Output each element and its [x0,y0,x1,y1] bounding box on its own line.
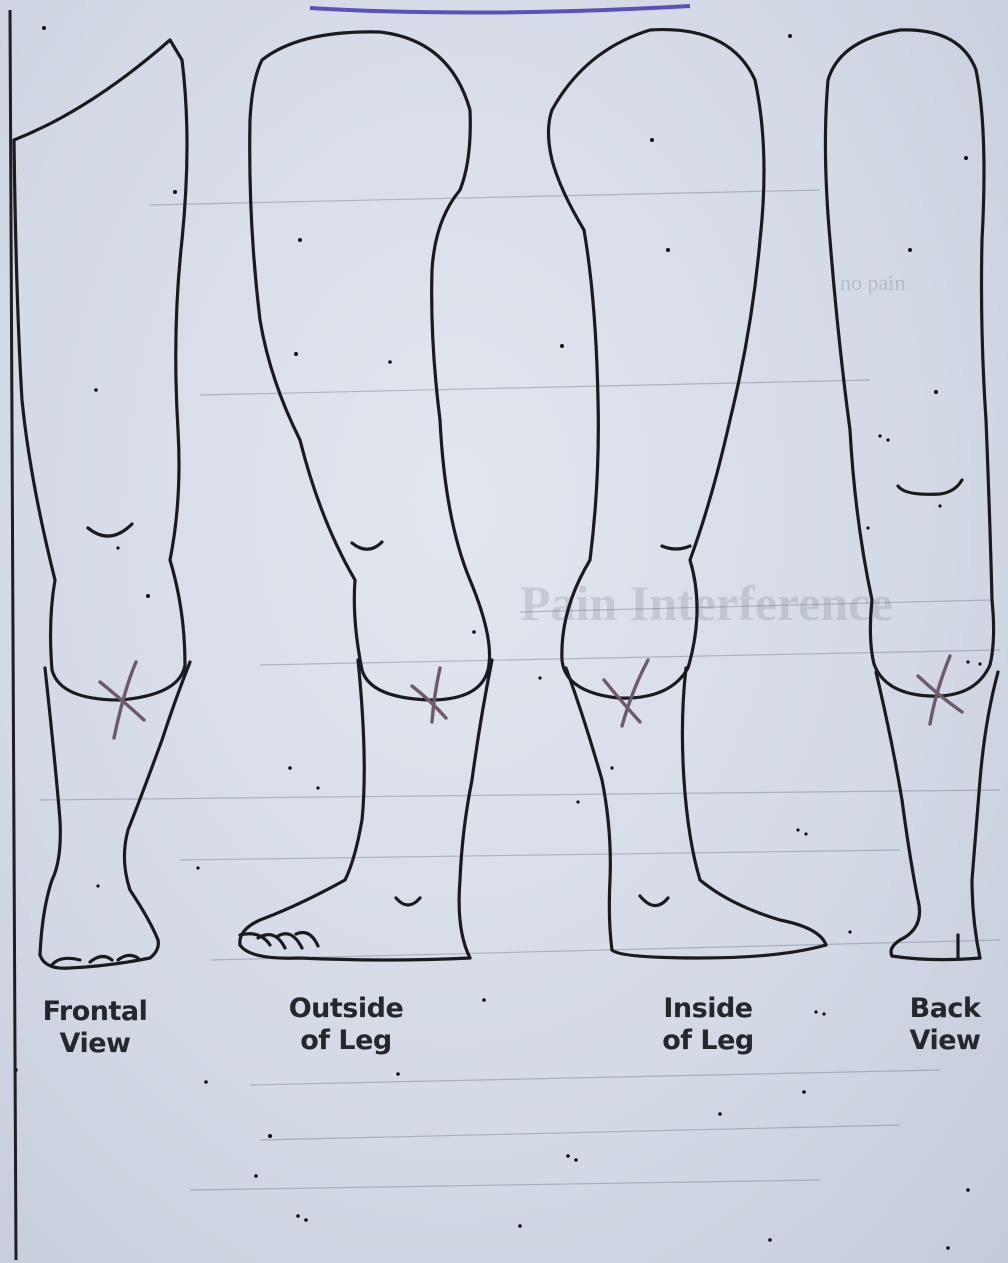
outside-ankle-bone [396,898,420,905]
inside-ankle-bone [640,896,668,906]
inside-kneecap [662,546,690,549]
outside-lower-leg-back [240,660,364,945]
frontal-lower-leg-right [124,662,190,940]
label-outside-line2: of Leg [276,1025,416,1057]
outside-leg-outline [250,32,490,700]
bleed-through-background: Pain Interference no pain [40,6,1000,1190]
label-frontal-view: Frontal View [20,996,170,1060]
outside-kneecap [352,542,382,549]
outside-of-leg [240,32,492,960]
back-pain-x-mark [918,656,962,724]
label-frontal-line1: Frontal [20,996,170,1028]
frontal-lower-leg-left [40,668,60,955]
svg-text:no pain: no pain [840,270,905,295]
back-view-leg [825,30,998,960]
inside-lower-leg-back [682,668,826,945]
frontal-foot [40,940,158,968]
label-inside-of-leg: Inside of Leg [638,993,778,1057]
paper-specks [14,26,981,1250]
frontal-view-leg [14,40,190,968]
label-outside-line1: Outside [276,993,416,1025]
back-lower-leg-right [972,672,998,958]
frontal-leg-outline [14,40,187,700]
outside-foot-sole [240,945,470,960]
label-back-line1: Back [890,993,1000,1025]
outside-pain-x-mark [412,668,446,722]
back-lower-leg-left [876,672,920,956]
svg-text:Pain Interference: Pain Interference [520,575,893,631]
inside-of-leg [549,30,827,958]
label-back-view: Back View [890,993,1000,1057]
label-inside-line1: Inside [638,993,778,1025]
back-knee-crease [898,480,962,494]
label-inside-line2: of Leg [638,1025,778,1057]
label-outside-of-leg: Outside of Leg [276,993,416,1057]
label-back-line2: View [890,1025,1000,1057]
outside-toes [240,933,318,949]
frontal-kneecap [88,524,132,536]
label-frontal-line2: View [20,1028,170,1060]
outside-lower-leg-front [459,660,492,958]
inside-lower-leg-front [566,668,612,950]
inside-pain-x-mark [604,660,648,726]
